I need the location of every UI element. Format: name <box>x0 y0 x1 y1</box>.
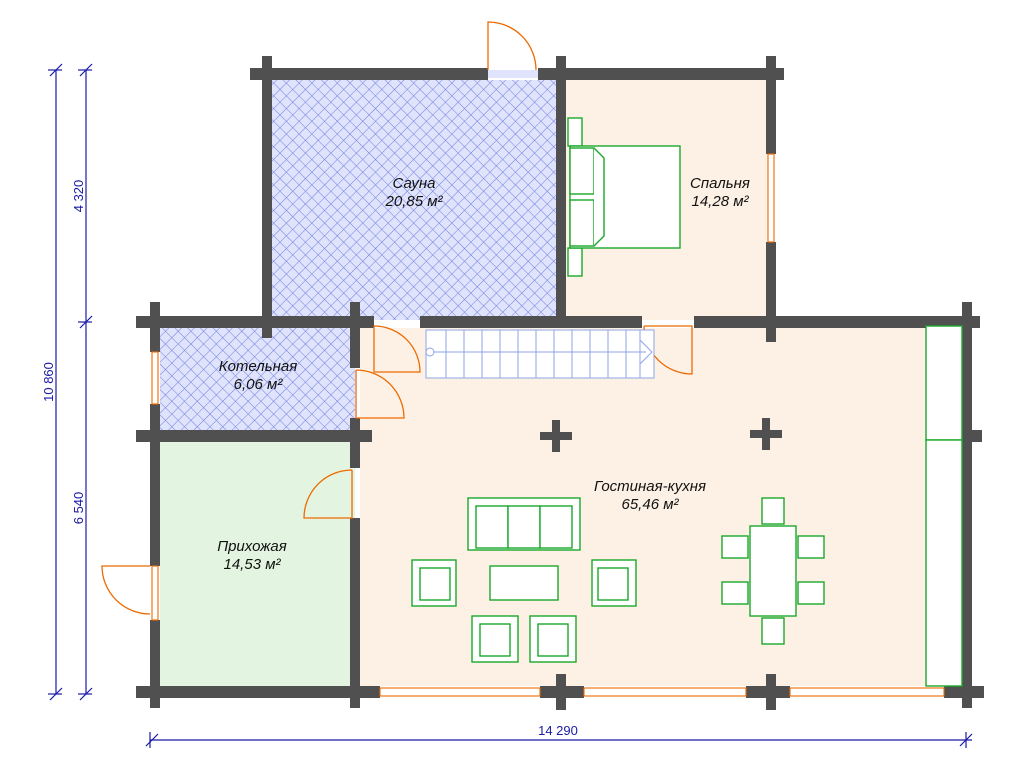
armchair <box>591 559 637 607</box>
bed <box>567 117 681 277</box>
dimension-lines <box>48 63 973 748</box>
walls <box>136 56 984 710</box>
living-floor <box>360 328 960 686</box>
windows <box>151 153 945 697</box>
boiler-floor <box>160 328 355 432</box>
total-height-label: 10 860 <box>41 362 56 402</box>
hall-area: 14,53 м² <box>224 556 282 573</box>
boiler-name: Котельная <box>219 358 297 375</box>
armchair <box>471 615 519 663</box>
sauna-name: Сауна <box>393 175 436 192</box>
bedroom-area: 14,28 м² <box>692 193 750 210</box>
sauna-floor <box>270 80 557 320</box>
columns <box>540 418 782 452</box>
coffee-table <box>489 565 559 601</box>
upper-height-label: 4 320 <box>71 180 86 213</box>
staircase <box>425 329 655 379</box>
hall-name: Прихожая <box>217 538 287 555</box>
living-area: 65,46 м² <box>622 496 680 513</box>
dining-set <box>721 497 825 645</box>
kitchen-counter <box>925 325 963 687</box>
boiler-area: 6,06 м² <box>234 376 284 393</box>
living-name: Гостиная-кухня <box>594 478 706 495</box>
lower-height-label: 6 540 <box>71 492 86 525</box>
armchair <box>529 615 577 663</box>
bedroom-name: Спальня <box>690 175 750 192</box>
total-width-label: 14 290 <box>538 723 578 738</box>
sauna-area: 20,85 м² <box>385 193 444 210</box>
hall-floor <box>160 440 355 686</box>
sofa <box>467 497 581 551</box>
armchair <box>411 559 457 607</box>
